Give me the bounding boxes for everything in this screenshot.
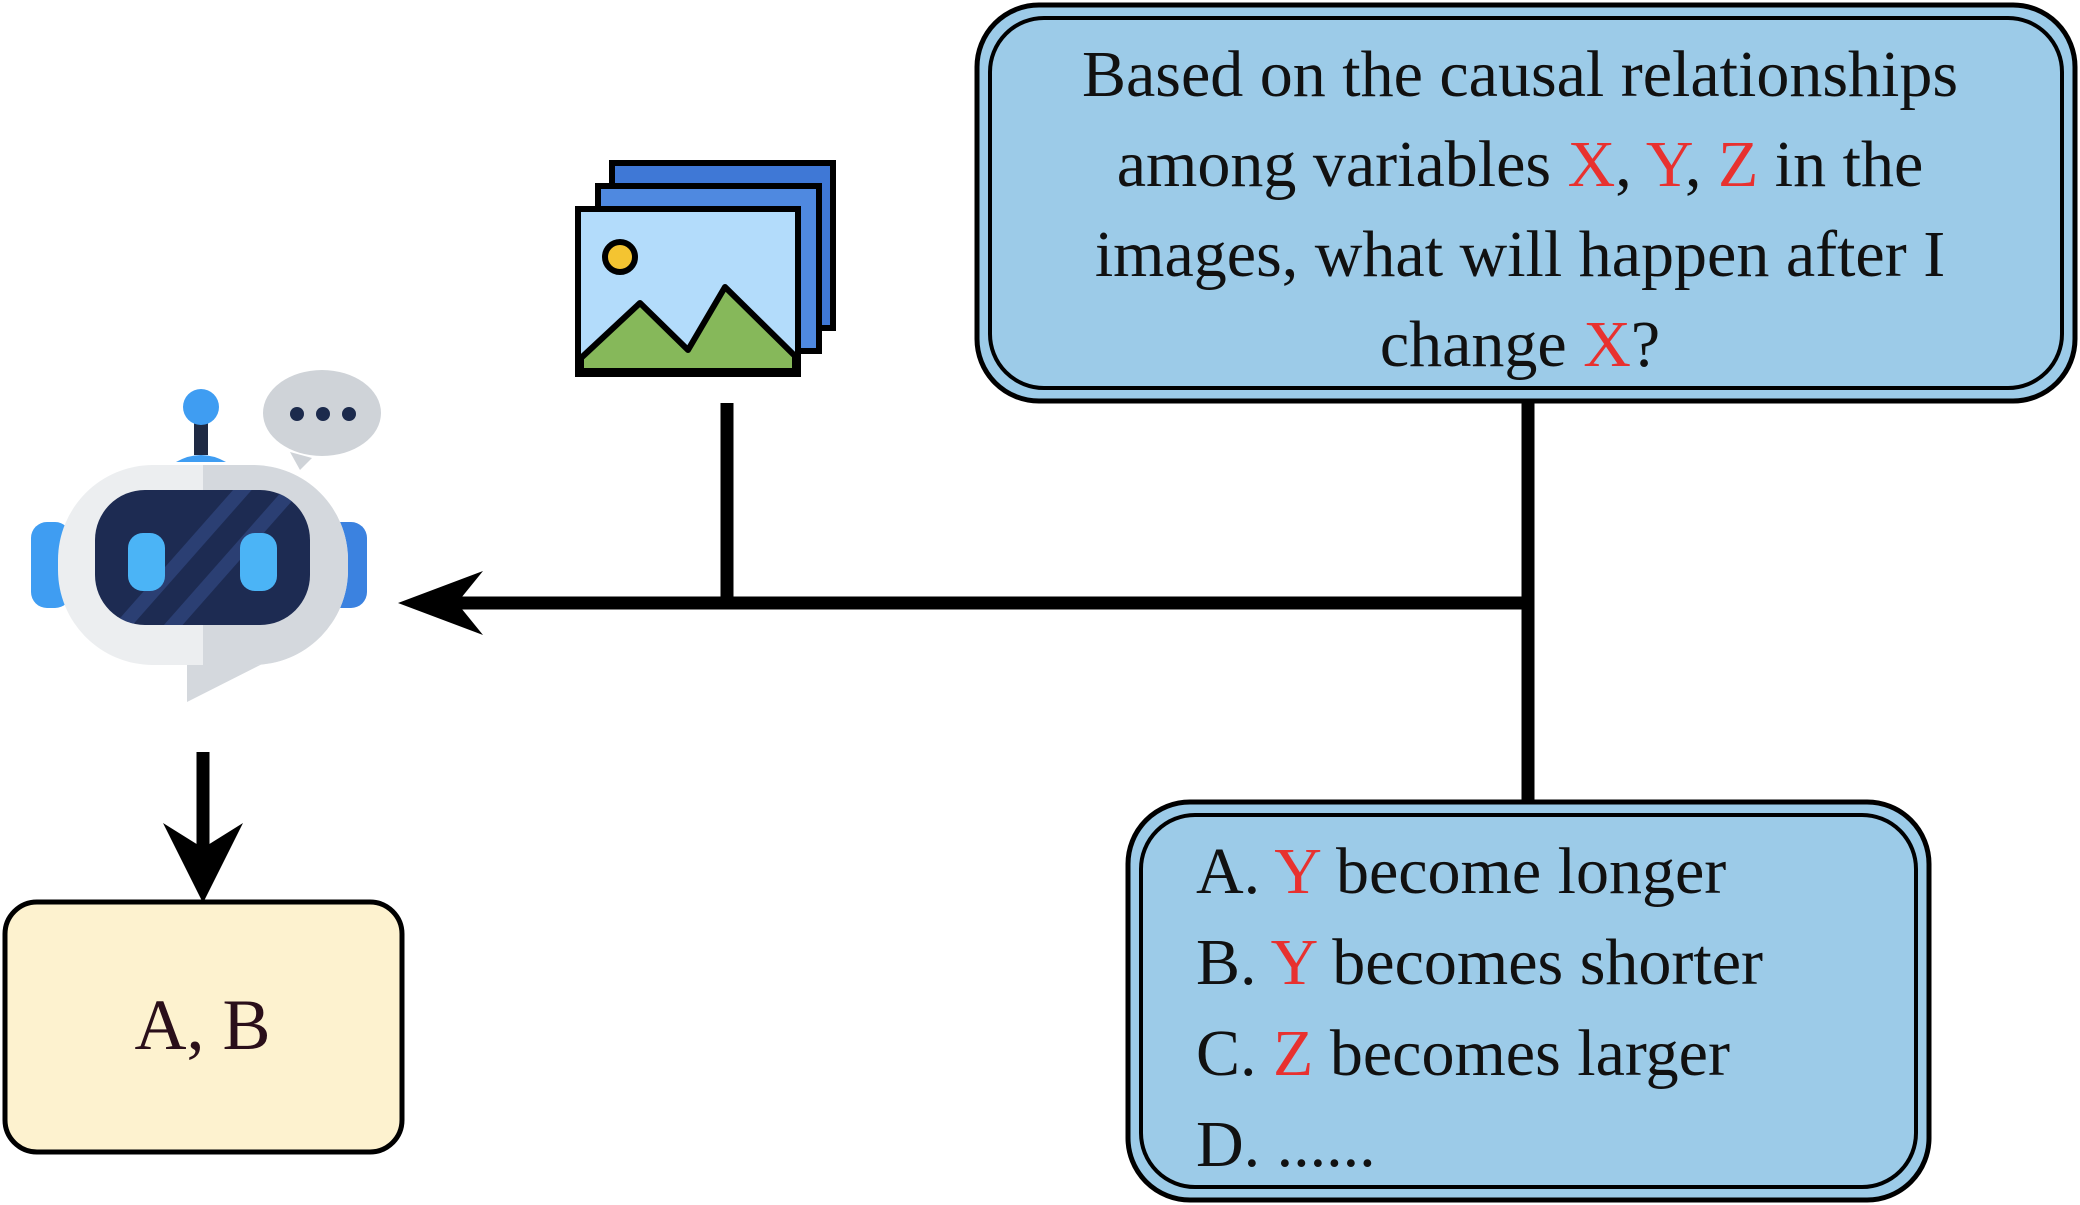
option-label: A. xyxy=(1196,835,1275,908)
question-mark: ? xyxy=(1630,308,1661,381)
variable-z: Z xyxy=(1717,128,1759,201)
question-line-2: among variables X, Y, Z in the xyxy=(1000,120,2040,210)
option-d: D. ...... xyxy=(1196,1099,1956,1190)
question-line-4-text: change xyxy=(1379,308,1584,381)
question-line-4: change X? xyxy=(1000,300,2040,390)
variable-x: X xyxy=(1583,308,1631,381)
option-a: A. Y become longer xyxy=(1196,826,1956,917)
question-line-2-text: among variables xyxy=(1116,128,1568,201)
option-c: C. Z becomes larger xyxy=(1196,1008,1956,1099)
arrowhead-to-answer xyxy=(163,823,243,903)
option-text: becomes shorter xyxy=(1315,926,1763,999)
separator: , xyxy=(1615,128,1646,201)
option-variable: Y xyxy=(1274,835,1320,908)
question-text: Based on the causal relationships among … xyxy=(1000,30,2040,390)
arrowhead-to-robot xyxy=(398,571,483,635)
question-line-2-end: in the xyxy=(1758,128,1924,201)
options-box xyxy=(1125,799,1932,1203)
options-list: A. Y become longer B. Y becomes shorter … xyxy=(1196,826,1956,1190)
option-text: becomes larger xyxy=(1313,1017,1730,1090)
option-variable: Y xyxy=(1270,926,1316,999)
option-label: B. xyxy=(1196,926,1271,999)
question-line-1: Based on the causal relationships xyxy=(1081,38,1959,111)
option-variable: Z xyxy=(1273,1017,1314,1090)
image-stack-icon xyxy=(575,160,836,377)
option-label: C. xyxy=(1196,1017,1274,1090)
question-line-3: images, what will happen after I xyxy=(1094,218,1946,291)
variable-x: X xyxy=(1567,128,1616,201)
robot-icon xyxy=(31,389,367,702)
option-b: B. Y becomes shorter xyxy=(1196,917,1956,1008)
speech-bubble-icon xyxy=(263,370,381,470)
variable-y: Y xyxy=(1645,128,1685,201)
option-text: become longer xyxy=(1319,835,1727,908)
connector-lines xyxy=(196,401,1535,858)
answer-text: A, B xyxy=(134,985,271,1065)
separator: , xyxy=(1684,128,1718,201)
question-box xyxy=(974,2,2078,404)
option-label: D. ...... xyxy=(1196,1108,1376,1181)
